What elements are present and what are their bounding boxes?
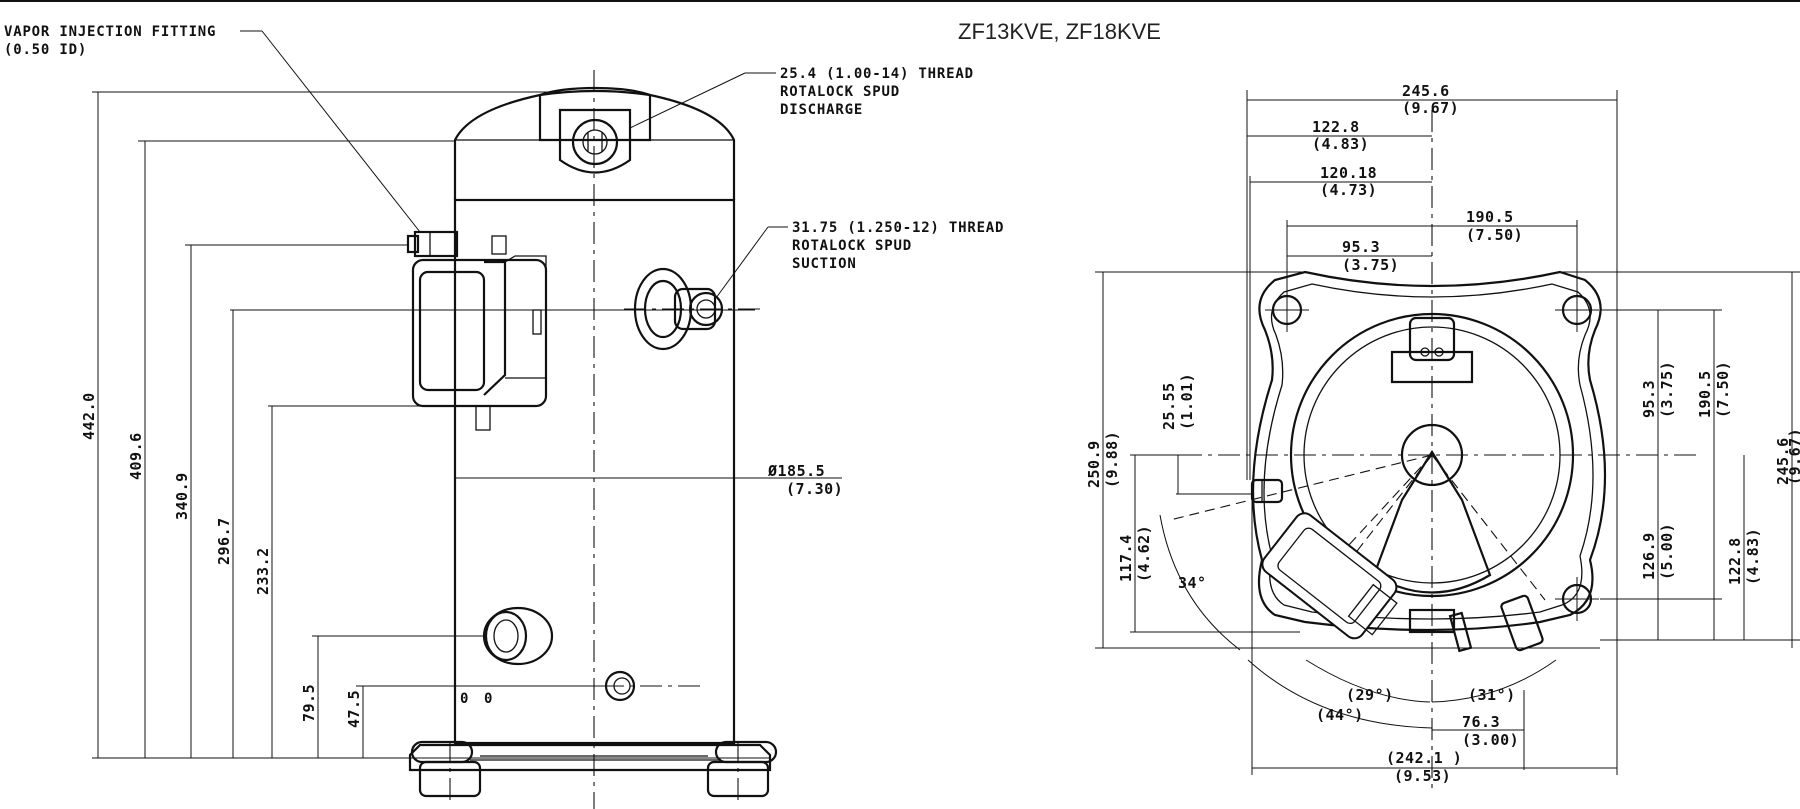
top-right-dimensions: 95.3 (3.75) 190.5 (7.50) 126.9 (5.00) 12… bbox=[1560, 271, 1800, 648]
svg-text:95.3: 95.3 bbox=[1640, 380, 1658, 418]
svg-text:(9.53): (9.53) bbox=[1394, 767, 1451, 785]
height-79-label: 79.5 bbox=[300, 684, 318, 722]
svg-text:117.4: 117.4 bbox=[1117, 534, 1135, 582]
svg-text:ROTALOCK SPUD: ROTALOCK SPUD bbox=[792, 238, 912, 254]
svg-text:(0.50 ID): (0.50 ID) bbox=[4, 42, 87, 58]
svg-text:25.55: 25.55 bbox=[1160, 382, 1178, 430]
angle-dimensions: 34° (29°) (31°) (44°) bbox=[1159, 514, 1557, 729]
svg-text:(3.75): (3.75) bbox=[1342, 256, 1399, 274]
diameter-label: Ø185.5 bbox=[767, 462, 825, 480]
height-340-label: 340.9 bbox=[173, 472, 191, 520]
svg-text:245.6: 245.6 bbox=[1774, 437, 1792, 485]
svg-text:(4.83): (4.83) bbox=[1312, 135, 1369, 153]
svg-text:122.8: 122.8 bbox=[1726, 537, 1744, 585]
diameter-inch-label: (7.30) bbox=[786, 480, 843, 498]
compressor-body: 0 0 bbox=[406, 86, 778, 798]
svg-text:120.18: 120.18 bbox=[1320, 164, 1377, 182]
terminal-box-top bbox=[1261, 512, 1398, 640]
discharge-callout: 25.4 (1.00-14) THREAD ROTALOCK SPUD DISC… bbox=[629, 66, 974, 129]
svg-text:SUCTION: SUCTION bbox=[792, 256, 857, 272]
svg-text:190.5: 190.5 bbox=[1696, 370, 1714, 418]
svg-text:DISCHARGE: DISCHARGE bbox=[780, 102, 863, 118]
svg-text:(3.75): (3.75) bbox=[1658, 361, 1676, 418]
height-296-label: 296.7 bbox=[215, 517, 233, 565]
svg-text:(29°): (29°) bbox=[1346, 686, 1394, 704]
svg-text:VAPOR INJECTION FITTING: VAPOR INJECTION FITTING bbox=[4, 24, 216, 40]
svg-text:(9.67): (9.67) bbox=[1786, 428, 1800, 485]
svg-text:0: 0 bbox=[484, 691, 493, 707]
top-left-dimensions: 250.9 (9.88) 25.55 (1.01) 117.4 (4.62) bbox=[1085, 271, 1600, 649]
top-view: 245.6 (9.67) 122.8 (4.83) 120.18 (4.73) … bbox=[1085, 82, 1800, 790]
svg-text:34°: 34° bbox=[1178, 574, 1207, 592]
svg-text:76.3: 76.3 bbox=[1462, 713, 1500, 731]
height-47-label: 47.5 bbox=[345, 690, 363, 728]
top-width-dimensions: 245.6 (9.67) 122.8 (4.83) 120.18 (4.73) … bbox=[1246, 82, 1618, 480]
svg-text:0: 0 bbox=[460, 691, 469, 707]
side-view: 0 0 bbox=[4, 24, 1004, 809]
bottom-dimensions: 76.3 (3.00) (242.1 ) (9.53) bbox=[1251, 450, 1618, 785]
svg-text:ROTALOCK SPUD: ROTALOCK SPUD bbox=[780, 84, 900, 100]
svg-text:126.9: 126.9 bbox=[1640, 532, 1658, 580]
svg-text:250.9: 250.9 bbox=[1085, 440, 1103, 488]
diameter-dimension: Ø185.5 (7.30) bbox=[455, 462, 843, 498]
svg-text:(44°): (44°) bbox=[1316, 706, 1364, 724]
svg-text:(9.67): (9.67) bbox=[1402, 99, 1459, 117]
svg-text:(5.00): (5.00) bbox=[1658, 523, 1676, 580]
svg-text:(31°): (31°) bbox=[1468, 686, 1516, 704]
height-233-label: 233.2 bbox=[254, 547, 272, 595]
svg-text:(4.83): (4.83) bbox=[1744, 528, 1762, 585]
svg-text:(4.73): (4.73) bbox=[1320, 181, 1377, 199]
svg-text:(1.01): (1.01) bbox=[1178, 373, 1196, 430]
svg-text:95.3: 95.3 bbox=[1342, 238, 1380, 256]
height-409-label: 409.6 bbox=[127, 432, 145, 480]
svg-text:(7.50): (7.50) bbox=[1714, 361, 1732, 418]
svg-text:(7.50): (7.50) bbox=[1466, 226, 1523, 244]
height-dimensions: 442.0 409.6 340.9 296.7 233.2 79.5 47.5 bbox=[80, 91, 770, 759]
vapor-callout: VAPOR INJECTION FITTING (0.50 ID) bbox=[4, 24, 421, 233]
suction-callout: 31.75 (1.250-12) THREAD ROTALOCK SPUD SU… bbox=[715, 220, 1004, 299]
svg-text:31.75 (1.250-12) THREAD: 31.75 (1.250-12) THREAD bbox=[792, 220, 1004, 236]
height-442-label: 442.0 bbox=[80, 392, 98, 440]
svg-text:(9.88): (9.88) bbox=[1103, 431, 1121, 488]
svg-text:122.8: 122.8 bbox=[1312, 118, 1360, 136]
svg-text:(4.62): (4.62) bbox=[1135, 525, 1153, 582]
svg-text:245.6: 245.6 bbox=[1402, 82, 1450, 100]
svg-text:(242.1 ): (242.1 ) bbox=[1386, 749, 1462, 767]
mounting-plate bbox=[1251, 270, 1607, 632]
drawing-title: ZF13KVE, ZF18KVE bbox=[958, 19, 1161, 44]
svg-text:(3.00): (3.00) bbox=[1462, 731, 1519, 749]
svg-text:190.5: 190.5 bbox=[1466, 208, 1514, 226]
svg-text:25.4 (1.00-14) THREAD: 25.4 (1.00-14) THREAD bbox=[780, 66, 974, 82]
